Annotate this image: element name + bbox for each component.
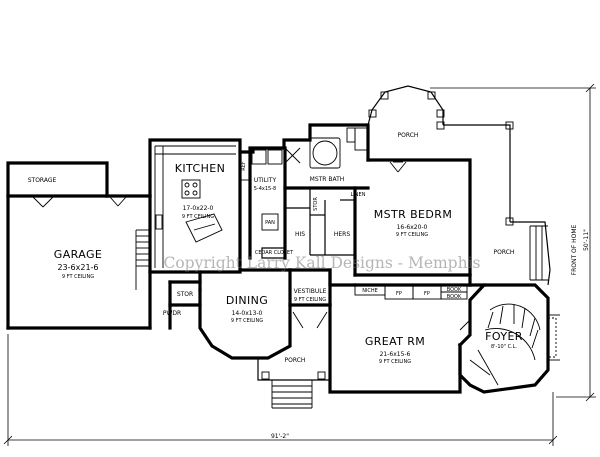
kitchen-size: 17-0x22-0 bbox=[183, 205, 214, 212]
overall-width-label: 91'-2" bbox=[271, 433, 289, 440]
utility-size: 5-4x15-8 bbox=[254, 186, 276, 192]
hers-label: HERS bbox=[334, 231, 350, 238]
stor-label: STOR bbox=[177, 291, 193, 298]
porch-top bbox=[367, 85, 514, 226]
kitchen-label: KITCHEN bbox=[175, 162, 225, 175]
porch-bottom bbox=[257, 358, 330, 409]
great-rm-label: GREAT RM bbox=[365, 335, 425, 348]
dining-label: DINING bbox=[226, 294, 268, 307]
linen-label: LINEN bbox=[351, 192, 366, 198]
porch-top-label: PORCH bbox=[398, 132, 419, 139]
pantry-label: PAN bbox=[265, 220, 275, 226]
bookcase-bottom-label: BOOK bbox=[447, 294, 462, 300]
porch-right bbox=[510, 221, 551, 286]
kitchen-fixtures bbox=[154, 145, 251, 268]
cedar-closet-label: CEDAR CLOSET bbox=[255, 250, 294, 256]
dining-size: 14-0x13-0 bbox=[232, 310, 263, 317]
garage-size: 23-6x21-6 bbox=[57, 263, 98, 272]
mstr-bath-label: MSTR BATH bbox=[310, 176, 345, 183]
great-rm-ceiling: 9 FT CEILING bbox=[379, 359, 411, 365]
mstr-bedrm-ceiling: 9 FT CEILING bbox=[396, 232, 428, 238]
foyer-label: FOYER bbox=[485, 330, 523, 343]
utility-label: UTILITY bbox=[254, 177, 277, 184]
dimension-labels: 91'-2" 50'-11" FRONT OF HOME bbox=[271, 224, 590, 440]
garage-walls bbox=[6, 161, 152, 330]
vestibule-ceiling: 9 FT CEILING bbox=[294, 297, 326, 303]
stor-small-label: STOR bbox=[313, 197, 319, 211]
mstr-bedrm-label: MSTR BEDRM bbox=[374, 208, 452, 221]
bookcase-top-label: BOOK bbox=[447, 287, 462, 293]
vestibule-label: VESTIBULE bbox=[294, 288, 327, 295]
kitchen-ceiling: 9 FT CEILING bbox=[182, 214, 214, 220]
room-labels: STORAGE GARAGE 23-6x21-6 9 FT CEILING KI… bbox=[28, 132, 523, 365]
niche-label: NICHE bbox=[362, 288, 378, 294]
great-rm-size: 21-6x15-6 bbox=[380, 351, 411, 358]
mstr-bedrm-size: 16-6x20-0 bbox=[397, 224, 428, 231]
fireplace-right-label: FP bbox=[424, 291, 430, 297]
fixture-labels: LINEN NICHE FP FP BOOK BOOK PAN STOR REF bbox=[241, 161, 462, 300]
dining-ceiling: 9 FT CEILING bbox=[231, 318, 263, 324]
pwdr-label: PWDR bbox=[163, 310, 181, 317]
garage-ceiling: 9 FT CEILING bbox=[62, 274, 94, 280]
porch-bottom-label: PORCH bbox=[285, 357, 306, 364]
copyright-watermark: Copyright Larry Kall Designs - Memphis bbox=[163, 254, 480, 272]
garage-label: GARAGE bbox=[54, 248, 102, 261]
dimension-lines bbox=[3, 83, 596, 446]
foyer-size: 8'-10" C.L. bbox=[491, 344, 517, 350]
front-of-home-label: FRONT OF HOME bbox=[571, 224, 578, 275]
room-details bbox=[292, 161, 560, 386]
storage-label: STORAGE bbox=[28, 177, 57, 184]
fireplace-left-label: FP bbox=[396, 291, 402, 297]
his-label: HIS bbox=[295, 231, 305, 238]
porch-right-label: PORCH bbox=[494, 249, 515, 256]
interior-partitions bbox=[251, 127, 369, 259]
ref-label: REF bbox=[241, 161, 247, 171]
overall-depth-label: 50'-11" bbox=[583, 229, 590, 251]
